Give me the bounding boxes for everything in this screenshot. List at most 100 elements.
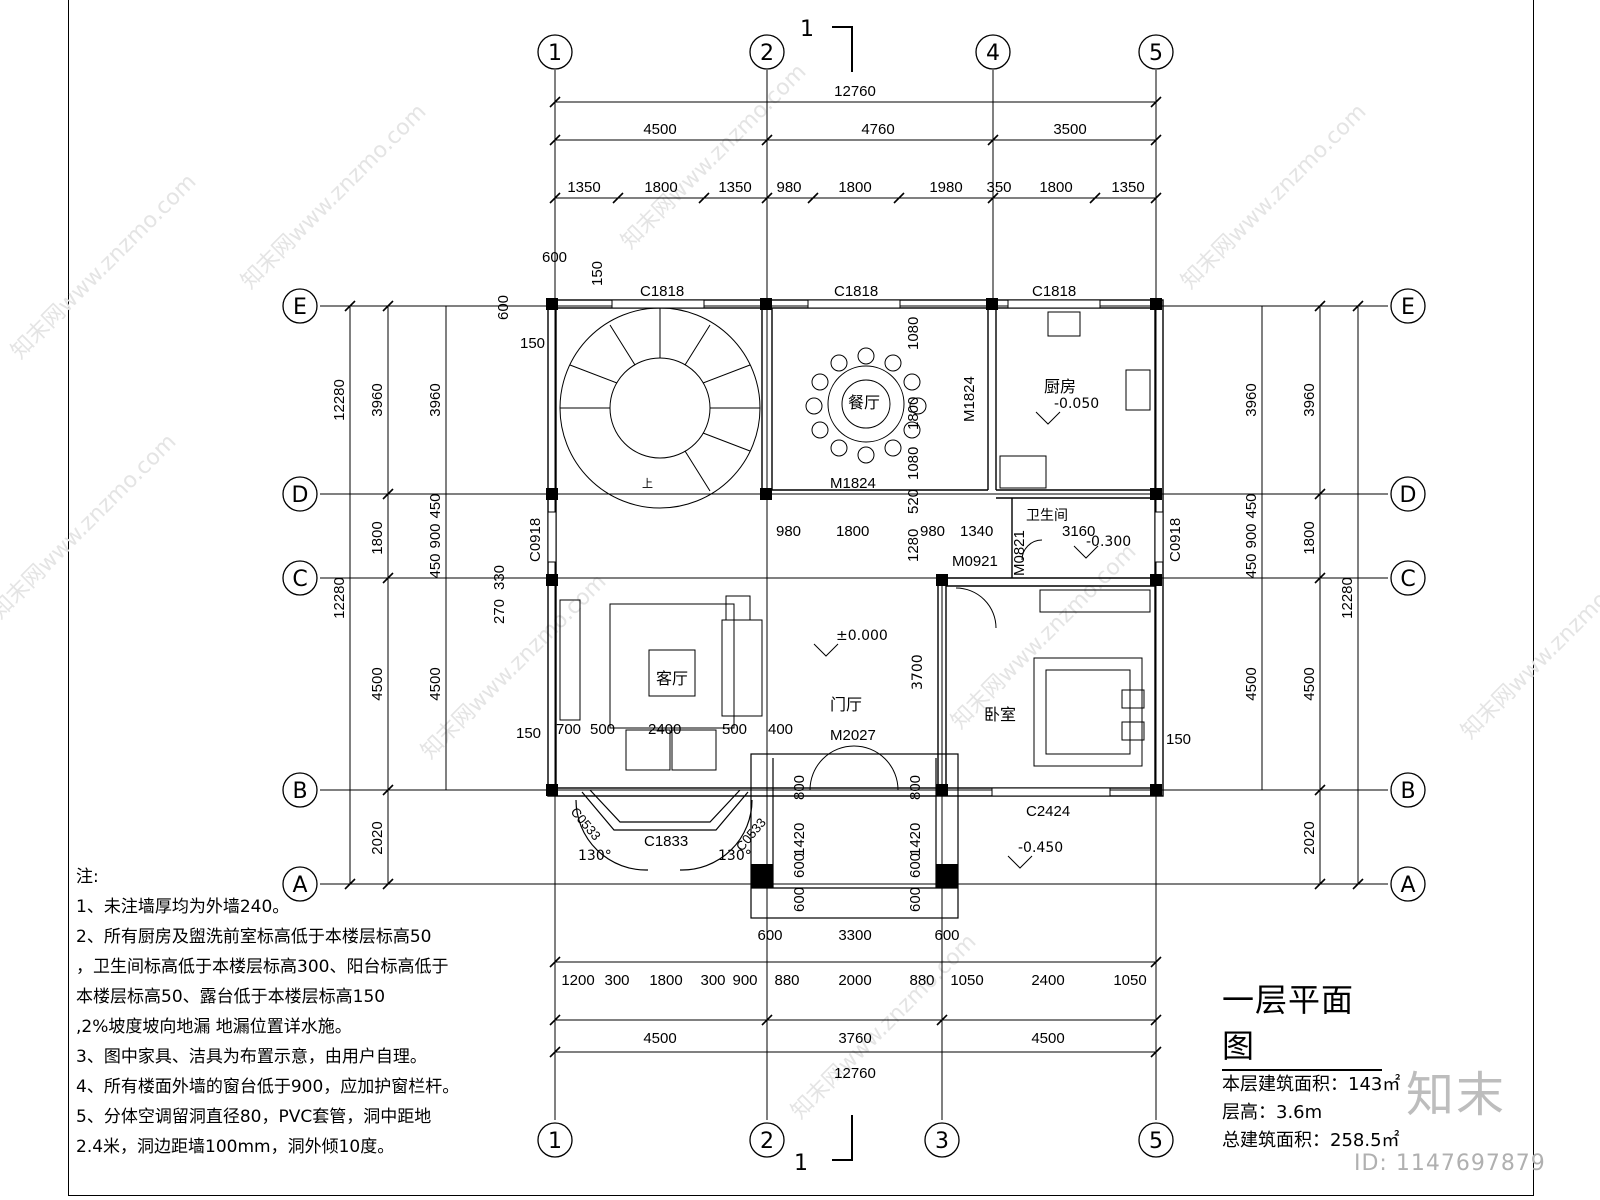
- dim-top-bay: 4500: [643, 121, 676, 138]
- dim-right-inner: 450: [1243, 553, 1260, 578]
- axis-label-left: A: [292, 873, 307, 898]
- dim-porch: 600: [934, 927, 959, 944]
- note-line: 1、未注墙厚均为外墙240。: [76, 897, 290, 917]
- note-line: 4、所有楼面外墙的窗台低于900，应加护窗栏杆。: [76, 1077, 460, 1097]
- axis-label-bottom: 1: [548, 1129, 562, 1154]
- dim-misc: 1080: [905, 447, 922, 480]
- watermark-logo: 知末: [1406, 1067, 1507, 1123]
- door-tag: M2027: [830, 727, 876, 744]
- dim-left-inner: 450: [427, 553, 444, 578]
- axis-label-top: 4: [986, 41, 1000, 66]
- dim-bottom-opening: 880: [774, 972, 799, 989]
- watermark-text: 知末网www.znzmo.com: [7, 169, 202, 364]
- door-tag: M1824: [961, 376, 978, 422]
- dim-misc: 600: [495, 295, 512, 320]
- dim-left-bay: 1800: [369, 521, 386, 554]
- room-bath: 卫生间: [1026, 508, 1068, 524]
- dim-misc: 800: [907, 775, 924, 800]
- note-line: 5、分体空调留洞直径80，PVC套管，洞中距地: [76, 1107, 432, 1127]
- dim-bottom-bay: 4500: [1031, 1030, 1064, 1047]
- notes-heading: 注:: [76, 867, 99, 887]
- dim-misc: 520: [905, 489, 922, 514]
- dim-bottom-opening: 1200: [561, 972, 594, 989]
- window-tag: C2424: [1026, 803, 1070, 820]
- watermark-text: 知末网www.znzmo.com: [1457, 549, 1600, 744]
- dim-misc: 980: [920, 523, 945, 540]
- note-line: 2、所有厨房及盥洗前室标高低于本楼层标高50: [76, 927, 432, 947]
- living-furniture: [559, 595, 763, 771]
- door-tag: M0821: [1011, 530, 1028, 576]
- dim-top-opening: 1350: [1111, 179, 1144, 196]
- dim-misc: 1280: [905, 529, 922, 562]
- dim-top-bay: 4760: [861, 121, 894, 138]
- dim-misc: 600: [542, 249, 567, 266]
- dim-left-bay: 3960: [369, 383, 386, 416]
- dim-bottom-bay: 4500: [643, 1030, 676, 1047]
- dim-right-inner: 4500: [1243, 667, 1260, 700]
- axis-label-top: 1: [548, 41, 562, 66]
- drawing-frame: [68, 0, 1534, 1196]
- dim-misc: 150: [516, 725, 541, 742]
- dim-misc: 3160: [1062, 523, 1095, 540]
- bedroom-furniture: [1033, 589, 1151, 767]
- axis-label-left: C: [292, 567, 307, 592]
- window-tag: C1818: [1032, 283, 1076, 300]
- dim-bottom-total: 12760: [834, 1065, 876, 1082]
- hall-level: ±0.000: [836, 628, 888, 644]
- dim-top-opening: 980: [776, 179, 801, 196]
- kitchen-fixtures: [999, 311, 1151, 489]
- note-line: 2.4米，洞边距墙100mm，洞外倾10度。: [76, 1137, 395, 1157]
- dining-chairs: [805, 347, 927, 464]
- dim-bottom-opening: 2000: [838, 972, 871, 989]
- axis-label-bottom: 2: [760, 1129, 774, 1154]
- dim-left-inner: 450: [427, 493, 444, 518]
- dim-misc: 150: [589, 261, 606, 286]
- window-tag: C0533: [568, 804, 604, 843]
- watermark-id: ID: 1147697879: [1354, 1151, 1546, 1176]
- axis-label-right: D: [1400, 483, 1417, 508]
- floor-area: 本层建筑面积：143㎡: [1222, 1074, 1401, 1095]
- dim-misc: 1800: [905, 397, 922, 430]
- section-mark-top: [832, 26, 853, 72]
- dim-bottom-opening: 1800: [649, 972, 682, 989]
- axis-label-right: C: [1400, 567, 1415, 592]
- hall-height: 3700: [910, 654, 926, 690]
- dim-misc: 330: [491, 565, 508, 590]
- axis-label-right: E: [1401, 295, 1415, 320]
- columns: [546, 298, 1162, 888]
- floor-height: 层高：3.6m: [1222, 1102, 1323, 1123]
- dim-porch: 600: [757, 927, 782, 944]
- dim-top-opening: 1800: [838, 179, 871, 196]
- kitchen-level: -0.050: [1054, 396, 1099, 412]
- dim-top-opening: 1800: [1039, 179, 1072, 196]
- axis-label-bottom: 5: [1149, 1129, 1163, 1154]
- note-line: ，卫生间标高低于本楼层标高300、阳台标高低于: [76, 957, 449, 977]
- window-tag: C1833: [644, 833, 688, 850]
- dim-misc: 1420: [907, 823, 924, 856]
- dim-right-bay: 1800: [1301, 521, 1318, 554]
- axis-label-right: B: [1400, 779, 1415, 804]
- dim-left-total: 12280: [331, 379, 348, 421]
- dim-bottom-opening: 1050: [1113, 972, 1146, 989]
- window-tag: C1818: [834, 283, 878, 300]
- dim-misc: 700: [556, 721, 581, 738]
- door-tag: M0921: [952, 553, 998, 570]
- dim-bottom-opening: 900: [732, 972, 757, 989]
- dim-misc: 600: [907, 853, 924, 878]
- dim-bottom-bay: 3760: [838, 1030, 871, 1047]
- axis-label-left: D: [292, 483, 309, 508]
- section-mark-bottom: [832, 1115, 853, 1161]
- doors: [809, 539, 1043, 791]
- axis-label-left: E: [293, 295, 307, 320]
- dim-right-inner: 3960: [1243, 383, 1260, 416]
- axis-label-top: 2: [760, 41, 774, 66]
- spiral-stair: [559, 307, 761, 509]
- entrance-porch: [750, 753, 959, 919]
- dim-bottom-opening: 880: [909, 972, 934, 989]
- dim-porch: 3300: [838, 927, 871, 944]
- level-markers: [813, 411, 1099, 869]
- section-label-top: 1: [800, 17, 814, 42]
- bath-level: -0.300: [1086, 534, 1131, 550]
- dim-misc: 600: [791, 853, 808, 878]
